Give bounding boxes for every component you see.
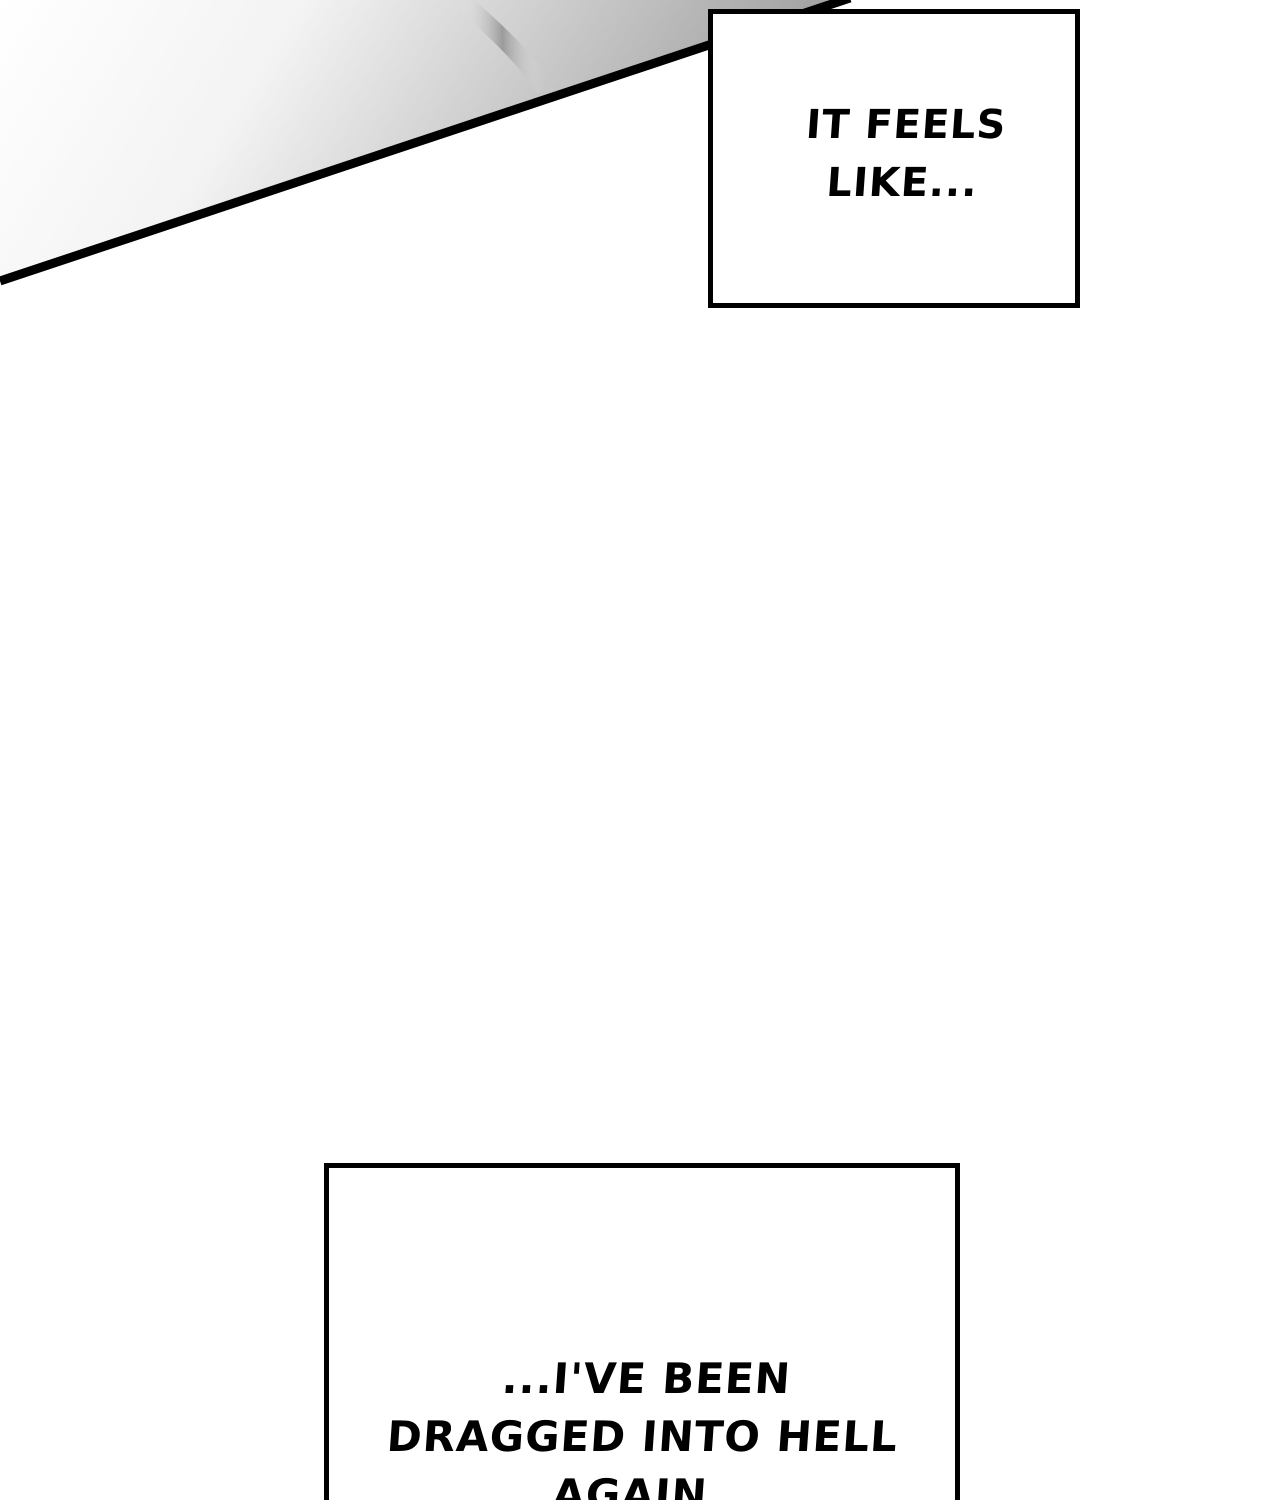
- caption-box-2: ...I'VE BEEN DRAGGED INTO HELL AGAIN.: [324, 1163, 960, 1500]
- caption-box-1: IT FEELS LIKE...: [708, 9, 1080, 308]
- fold-crease: [454, 0, 553, 94]
- previous-panel-edge: [0, 0, 852, 286]
- caption-text-1: IT FEELS LIKE...: [804, 101, 1008, 206]
- caption-text-2: ...I'VE BEEN DRAGGED INTO HELL AGAIN.: [384, 1354, 900, 1500]
